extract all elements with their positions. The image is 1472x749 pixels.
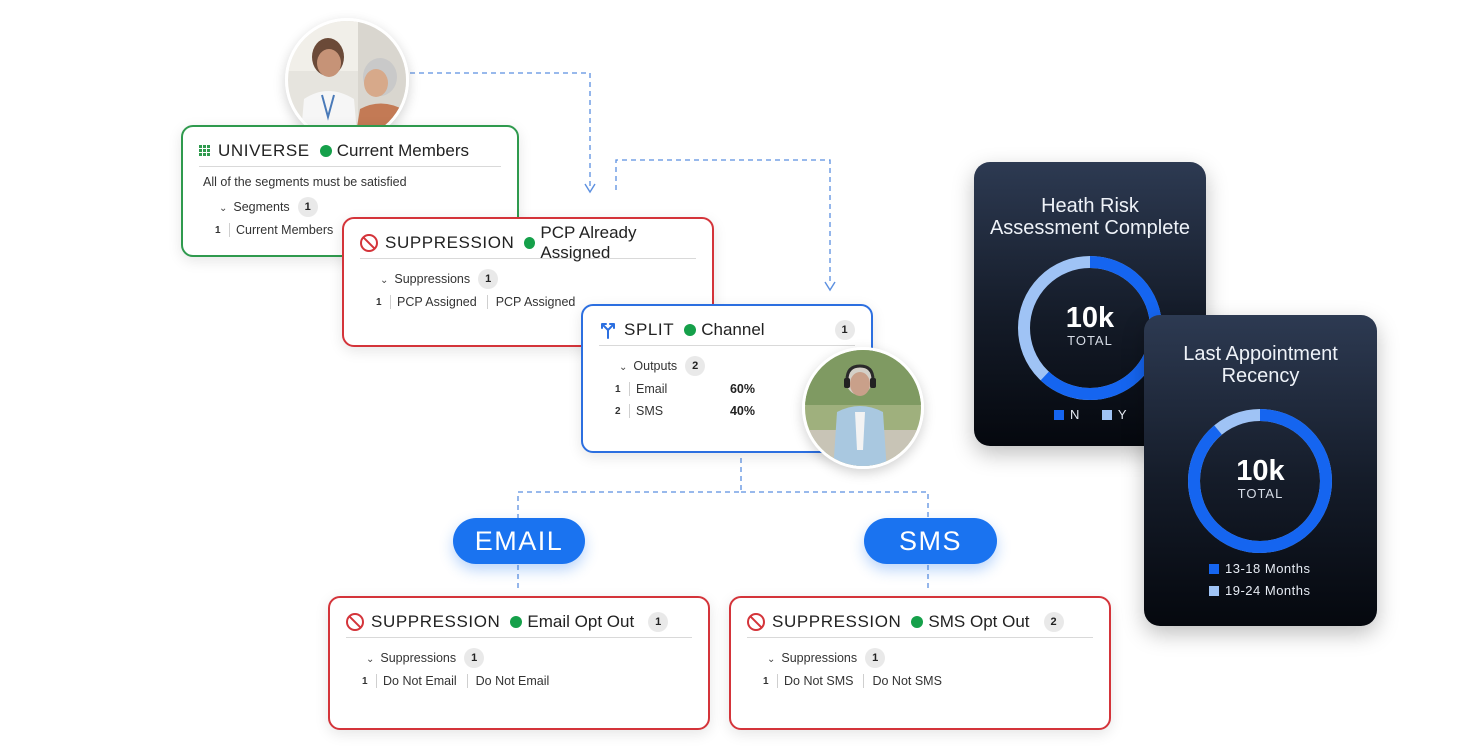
segments-toggle[interactable]: ⌄ Segments 1 [219,195,501,219]
status-dot [684,323,697,336]
suppression-node-header: SUPPRESSION Email Opt Out 1 [346,611,692,638]
channel-pill-email[interactable]: EMAIL [453,518,585,564]
channel-pill-sms[interactable]: SMS [864,518,997,564]
count-badge: 1 [865,648,886,668]
section-label: Suppressions [781,651,858,665]
status-dot [524,236,536,249]
node-type-label: UNIVERSE [218,140,310,160]
count-badge: 1 [648,611,669,632]
woman-headphones-photo [802,347,924,469]
node-name: Current Members [336,140,469,160]
node-name: Channel [701,319,765,339]
node-type-label: SUPPRESSION [772,611,902,631]
grid-icon [199,144,211,157]
split-output-email[interactable]: 1 Email 60% [615,382,755,396]
status-dot [911,615,924,628]
suppressions-toggle[interactable]: ⌄ Suppressions 1 [767,646,1093,670]
split-icon [601,322,615,339]
list-item: 1 Do Not Email Do Not Email [362,674,550,688]
section-label: Outputs [633,359,678,373]
chevron-down-icon: ⌄ [619,361,628,373]
chevron-down-icon: ⌄ [219,202,228,214]
chart-legend: N Y [1054,407,1127,422]
node-description: All of the segments must be satisfied [203,175,407,189]
section-label: Suppressions [394,272,471,286]
node-name: PCP Already Assigned [540,222,637,262]
list-item: 1 Current Members [215,223,334,237]
split-output-sms[interactable]: 2 SMS 40% [615,404,755,418]
node-type-label: SPLIT [624,319,675,339]
chevron-down-icon: ⌄ [767,653,776,665]
universe-node-header: UNIVERSE Current Members [199,141,501,167]
legend-item: 13-18 Months [1209,561,1311,576]
node-type-label: SUPPRESSION [385,232,515,252]
ban-icon [747,612,765,631]
chart-legend: 13-18 Months 19-24 Months [1209,561,1311,598]
clinician-patient-photo [285,18,409,142]
metric-value-label: TOTAL [1237,486,1284,501]
ban-icon [346,612,364,631]
outputs-toggle[interactable]: ⌄ Outputs 2 [619,354,855,378]
metric-card-recency[interactable]: Last Appointment Recency 10k TOTAL 13-18… [1144,315,1377,626]
suppression-email-node[interactable]: SUPPRESSION Email Opt Out 1 ⌄ Suppressio… [328,596,710,730]
list-item: 1 PCP Assigned PCP Assigned [376,295,576,309]
output-percent: 40% [729,404,755,418]
count-badge: 2 [1043,611,1064,632]
metric-title: Last Appointment Recency [1183,343,1338,387]
status-dot [510,615,523,628]
suppression-node-header: SUPPRESSION PCP Already Assigned [360,223,696,262]
node-name: SMS Opt Out [928,611,1030,631]
metric-value: 10k [1065,302,1115,334]
metric-title: Heath Risk Assessment Complete [989,195,1191,239]
count-badge: 2 [685,356,706,376]
split-node-header: SPLIT Channel 1 [599,319,855,346]
count-badge: 1 [464,648,485,668]
metric-value-label: TOTAL [1067,333,1113,348]
suppressions-toggle[interactable]: ⌄ Suppressions 1 [366,646,692,670]
ban-icon [360,233,378,252]
donut-chart [1188,409,1332,553]
output-percent: 60% [729,382,755,396]
section-label: Segments [233,200,290,214]
count-badge: 1 [478,269,499,289]
metric-value: 10k [1236,455,1285,487]
chevron-down-icon: ⌄ [380,274,389,286]
node-name: Email Opt Out [527,611,635,631]
legend-item: 19-24 Months [1209,583,1311,598]
legend-item: Y [1101,407,1127,422]
list-item: 1 Do Not SMS Do Not SMS [763,674,942,688]
suppressions-toggle[interactable]: ⌄ Suppressions 1 [380,267,696,291]
section-label: Suppressions [380,651,457,665]
count-badge: 1 [297,197,318,217]
legend-item: N [1054,407,1080,422]
suppression-node-header: SUPPRESSION SMS Opt Out 2 [747,611,1093,638]
suppression-sms-node[interactable]: SUPPRESSION SMS Opt Out 2 ⌄ Suppressions… [729,596,1111,730]
count-badge: 1 [834,319,855,340]
status-dot [319,144,332,157]
node-type-label: SUPPRESSION [371,611,501,631]
chevron-down-icon: ⌄ [366,653,375,665]
